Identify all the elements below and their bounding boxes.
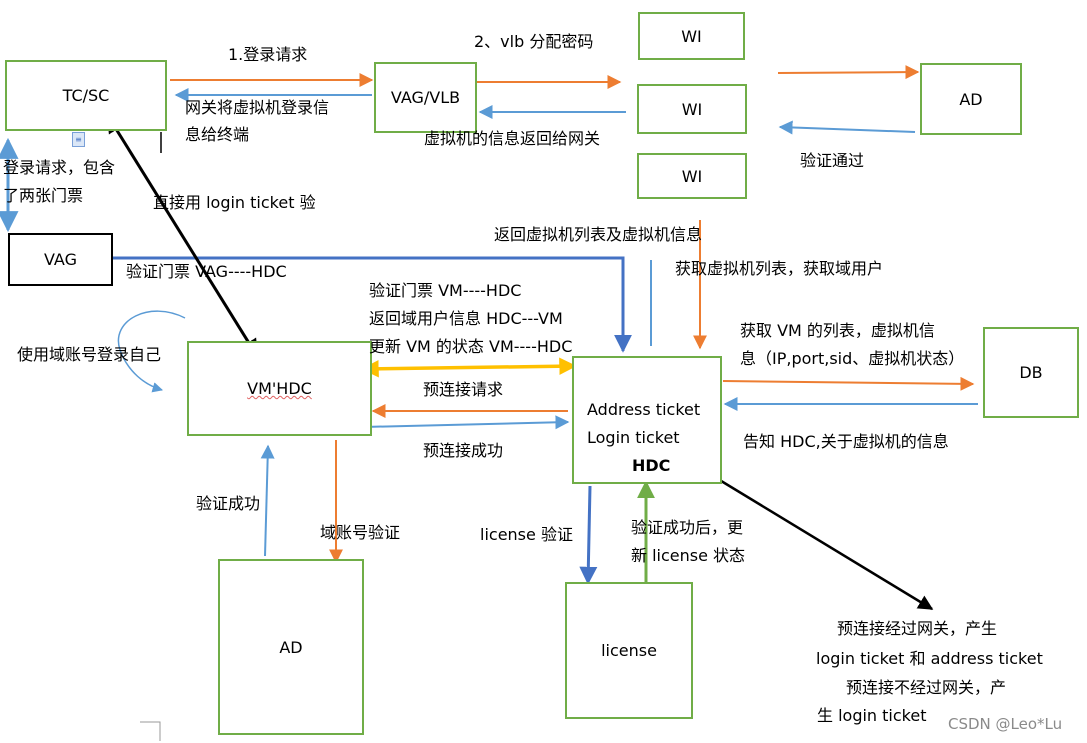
arrow-vag-to-hdc xyxy=(113,256,632,353)
label-login-request: 1.登录请求 xyxy=(228,45,308,64)
label-pre-connect-request: 预连接请求 xyxy=(423,380,504,399)
note-line-3: 预连接不经过网关，产 xyxy=(846,678,1007,697)
arrow-domain-self-login xyxy=(117,310,186,393)
login-ticket-label: Login ticket xyxy=(587,428,680,447)
label-after-verify-2: 新 license 状态 xyxy=(631,546,746,565)
label-pre-connect-success: 预连接成功 xyxy=(423,441,504,460)
label-update-vm-state: 更新 VM 的状态 VM----HDC xyxy=(369,337,573,356)
vag-label: VAG xyxy=(44,250,77,269)
license-label: license xyxy=(601,641,657,660)
hdc-label: HDC xyxy=(632,456,671,475)
label-login-two-tickets-2: 了两张门票 xyxy=(3,186,84,205)
label-get-vm-list-db-1: 获取 VM 的列表，虚拟机信 xyxy=(740,321,935,340)
arrow-verify-success xyxy=(260,444,275,557)
address-ticket-label: Address ticket xyxy=(587,400,701,419)
arrow-vm-hdc-sync xyxy=(361,357,577,378)
note-line-2: login ticket 和 address ticket xyxy=(816,649,1043,668)
vm-hdc-label: VM'HDC xyxy=(247,379,312,398)
arrow-pre-connect-success xyxy=(363,415,570,430)
label-domain-account-verify: 域账号验证 xyxy=(320,523,401,542)
vm-hdc-box: VM'HDC xyxy=(187,341,372,436)
wi-label-1: WI xyxy=(681,26,702,46)
label-verify-success: 验证成功 xyxy=(196,494,261,513)
label-domain-account-login: 使用域账号登录自己 xyxy=(17,345,162,364)
wi-box-3: WI xyxy=(637,153,747,199)
watermark: CSDN @Leo*Lu xyxy=(948,715,1063,733)
label-verify-ticket-vag: 验证门票 VAG----HDC xyxy=(126,262,287,281)
license-box: license xyxy=(565,582,693,719)
arrow-hdc-to-db xyxy=(722,376,975,391)
db-box: DB xyxy=(983,327,1079,418)
vag-vlb-label: VAG/VLB xyxy=(390,88,461,107)
label-verify-ticket-vm: 验证门票 VM----HDC xyxy=(369,281,522,300)
tc-sc-label: TC/SC xyxy=(62,86,110,105)
label-return-vm-list: 返回虚拟机列表及虚拟机信息 xyxy=(494,225,703,244)
label-direct-login-ticket: 直接用 login ticket 验 xyxy=(153,193,316,212)
ad-bottom-box: AD xyxy=(218,559,364,735)
label-gateway-return-1: 网关将虚拟机登录信 xyxy=(185,98,330,117)
corner-mark xyxy=(140,721,161,741)
arrow-note-pointer xyxy=(707,471,934,611)
ad-top-label: AD xyxy=(959,89,983,109)
arrow-wi-to-ad xyxy=(777,65,920,80)
label-get-vm-list-db-2: 息（IP,port,sid、虚拟机状态） xyxy=(740,349,965,368)
note-line-4: 生 login ticket xyxy=(817,706,927,725)
label-gateway-return-2: 息给终端 xyxy=(185,125,250,144)
wi-label-2: WI xyxy=(681,99,703,119)
hdc-box: Address ticket Login ticket HDC xyxy=(572,356,722,484)
label-tell-hdc: 告知 HDC,关于虚拟机的信息 xyxy=(743,432,949,451)
wi-label-3: WI xyxy=(681,166,703,186)
tc-sc-box: TC/SC xyxy=(5,60,167,131)
label-return-domain-user: 返回域用户信息 HDC---VM xyxy=(369,309,563,328)
arrow-license-verify xyxy=(579,485,598,585)
arrow-direct-login-ticket xyxy=(106,114,259,358)
label-verify-pass: 验证通过 xyxy=(800,151,865,170)
label-get-vm-list-user: 获取虚拟机列表，获取域用户 xyxy=(675,259,884,278)
ad-top-box: AD xyxy=(920,63,1022,135)
label-license-verify: license 验证 xyxy=(480,525,573,544)
ad-bottom-label: AD xyxy=(279,637,303,657)
label-after-verify-1: 验证成功后，更 xyxy=(631,518,744,537)
document-icon: ≡ xyxy=(72,132,85,147)
note-line-1: 预连接经过网关，产生 xyxy=(837,619,998,638)
label-login-two-tickets-1: 登录请求，包含 xyxy=(3,158,116,177)
vag-vlb-box: VAG/VLB xyxy=(374,62,477,133)
wi-box-2: WI xyxy=(637,84,747,134)
vag-box: VAG xyxy=(8,233,113,286)
wi-box-1: WI xyxy=(638,12,745,60)
label-vm-info-return: 虚拟机的信息返回给网关 xyxy=(424,129,601,148)
db-label: DB xyxy=(1019,363,1043,382)
label-vlb-assign: 2、vlb 分配密码 xyxy=(474,32,594,51)
arrow-ad-verify-pass xyxy=(778,120,916,135)
